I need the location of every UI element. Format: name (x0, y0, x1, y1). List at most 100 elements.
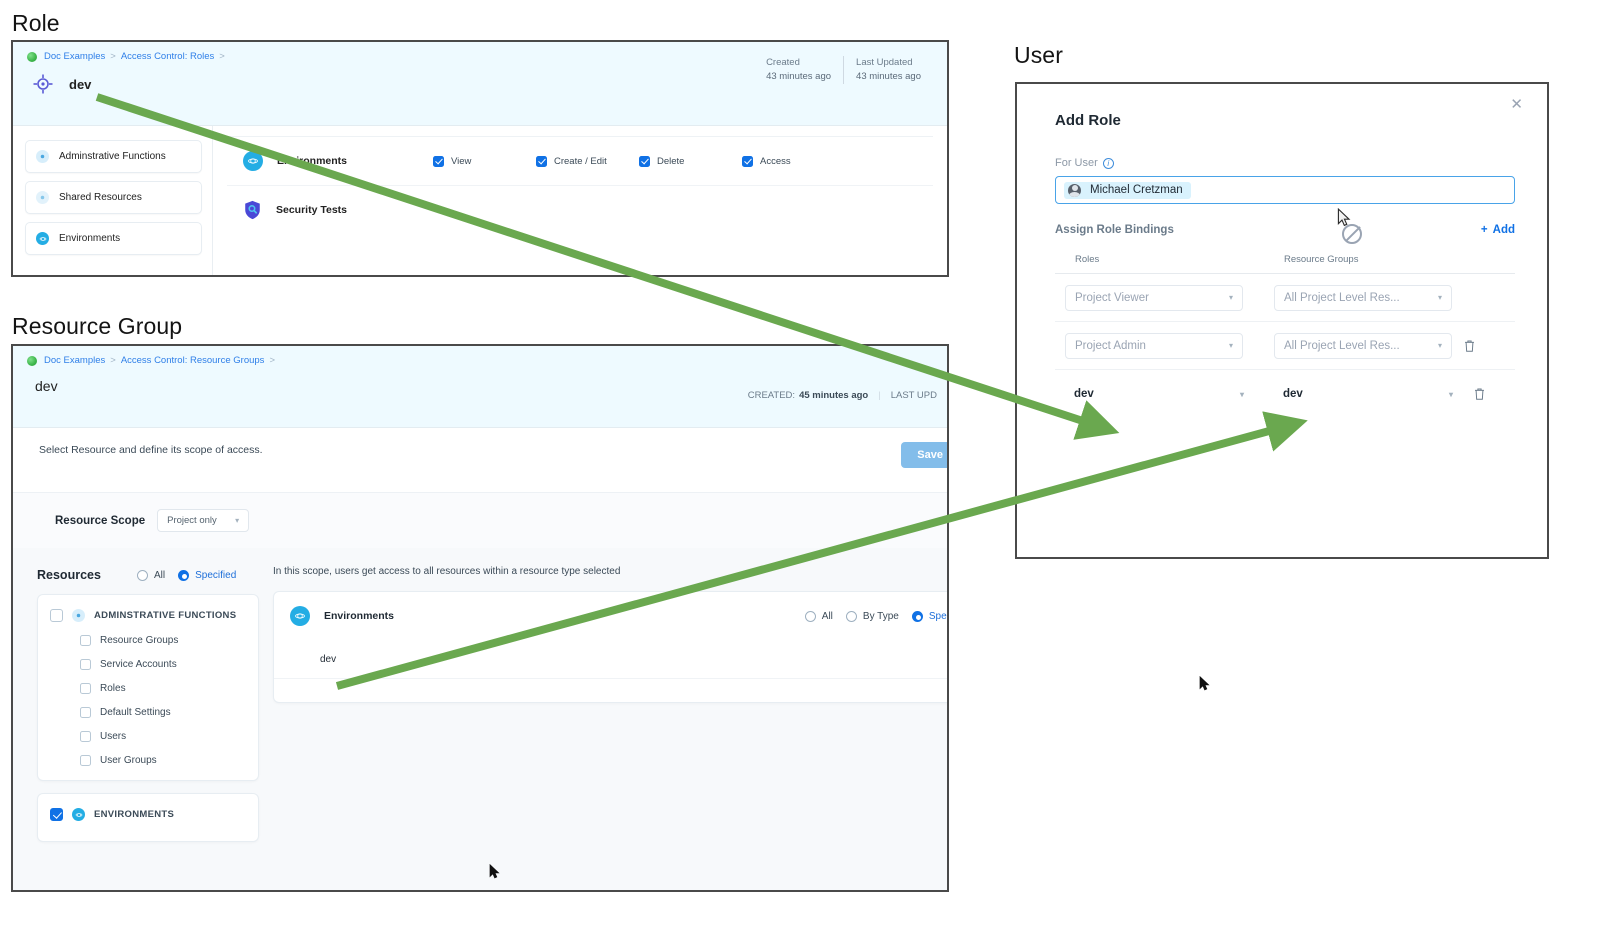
for-user-label-row: For User i (1055, 157, 1515, 169)
item-label: Users (100, 731, 127, 742)
role-meta: Created 43 minutes ago Last Updated 43 m… (754, 56, 933, 84)
resource-group-value: All Project Level Res... (1284, 291, 1400, 304)
group-name: ADMINSTRATIVE FUNCTIONS (94, 610, 237, 621)
created-meta: Created 43 minutes ago (754, 56, 843, 84)
checkbox-icon[interactable] (80, 635, 91, 646)
add-role-dialog: ✕ Add Role For User i Michael Cretzman A… (1015, 82, 1549, 559)
category-label: Shared Resources (59, 192, 142, 203)
role-select[interactable]: dev ▾ (1065, 381, 1253, 407)
project-avatar-icon (27, 51, 37, 62)
environments-scope-head: Environments All By Type Specified (290, 606, 947, 626)
category-label: Adminstrative Functions (59, 151, 166, 162)
chevron-down-icon: ▾ (1437, 341, 1442, 350)
checkbox-icon[interactable] (50, 609, 63, 622)
environments-icon (72, 808, 85, 821)
role-select[interactable]: Project Viewer ▾ (1065, 284, 1243, 311)
resource-scope-select[interactable]: Project only ▾ (157, 509, 250, 532)
resources-header: Resources All Specified (37, 568, 259, 582)
pale-circle-icon (36, 191, 49, 204)
category-item-administrative-functions[interactable]: Adminstrative Functions (25, 140, 202, 173)
permission-option-access[interactable]: Access (742, 155, 845, 167)
column-roles: Roles (1075, 254, 1100, 265)
user-name: Michael Cretzman (1090, 184, 1183, 196)
category-item-shared-resources[interactable]: Shared Resources (25, 181, 202, 214)
environments-icon (243, 151, 263, 171)
close-icon[interactable]: ✕ (1510, 96, 1523, 113)
radio-icon[interactable] (178, 569, 190, 581)
resource-group-panel: Doc Examples > Access Control: Resource … (11, 344, 949, 892)
breadcrumb-project[interactable]: Doc Examples (44, 355, 106, 366)
resource-item-resource-groups[interactable]: Resource Groups (80, 635, 246, 646)
radio-icon[interactable] (804, 610, 816, 622)
chevron-down-icon: ▾ (1437, 293, 1442, 302)
checkbox-icon[interactable] (80, 755, 91, 766)
scope-note: In this scope, users get access to all r… (273, 566, 621, 577)
bindings-table-header: Roles Resource Groups (1055, 254, 1515, 274)
resource-item-roles[interactable]: Roles (80, 683, 246, 694)
resources-mode-specified[interactable]: Specified (178, 569, 236, 581)
delete-binding-button[interactable] (1452, 339, 1486, 353)
resource-group-select[interactable]: dev ▾ (1274, 381, 1462, 407)
resource-item-default-settings[interactable]: Default Settings (80, 707, 246, 718)
group-header[interactable]: ADMINSTRATIVE FUNCTIONS (50, 609, 246, 622)
checkbox-icon[interactable] (433, 155, 444, 167)
radio-icon[interactable] (137, 569, 148, 581)
target-icon (31, 72, 55, 96)
option-label: Delete (657, 155, 685, 167)
page-title: dev (35, 378, 58, 394)
resources-pane: Resources All Specified ADMINSTRATIVE FU… (13, 548, 259, 890)
resource-item-service-accounts[interactable]: Service Accounts (80, 659, 246, 670)
permission-name: Environments (277, 155, 348, 167)
item-label: Default Settings (100, 707, 171, 718)
environments-scope-card: Environments All By Type Specified dev (273, 591, 947, 703)
role-section-title: Role (12, 10, 60, 36)
breadcrumb-separator: > (110, 51, 116, 62)
resource-group-administrative-functions: ADMINSTRATIVE FUNCTIONS Resource Groups … (37, 594, 259, 781)
table-row: Project Admin ▾ All Project Level Res...… (1055, 322, 1515, 370)
permission-option-delete[interactable]: Delete (639, 155, 742, 167)
checkbox-icon[interactable] (742, 155, 753, 167)
security-shield-icon (243, 200, 262, 220)
group-name: ENVIRONMENTS (94, 809, 175, 820)
save-button[interactable]: Save (901, 442, 947, 468)
user-chip[interactable]: Michael Cretzman (1064, 181, 1191, 199)
add-binding-button[interactable]: + Add (1481, 224, 1515, 236)
group-header[interactable]: ENVIRONMENTS (50, 808, 246, 821)
resources-mode-all[interactable]: All (137, 569, 165, 581)
checkbox-icon[interactable] (536, 155, 547, 167)
env-mode-by-type[interactable]: By Type (845, 610, 899, 622)
info-icon[interactable]: i (1102, 157, 1114, 169)
resource-group-select[interactable]: All Project Level Res... ▾ (1274, 332, 1452, 359)
permission-option-view[interactable]: View (433, 155, 536, 167)
checkbox-icon[interactable] (80, 731, 91, 742)
radio-icon[interactable] (911, 610, 923, 622)
chevron-down-icon: ▾ (1228, 293, 1233, 302)
user-input[interactable]: Michael Cretzman (1055, 176, 1515, 204)
delete-binding-button[interactable] (1462, 387, 1496, 401)
checkbox-icon[interactable] (80, 683, 91, 694)
option-label: View (451, 155, 472, 167)
env-mode-specified[interactable]: Specified (911, 610, 947, 622)
role-value: Project Admin (1075, 339, 1146, 352)
checkbox-icon[interactable] (80, 659, 91, 670)
checkbox-icon[interactable] (50, 808, 63, 821)
checkbox-icon[interactable] (80, 707, 91, 718)
permission-option-create-edit[interactable]: Create / Edit (536, 155, 639, 167)
resource-item-users[interactable]: Users (80, 731, 246, 742)
chevron-down-icon: ▾ (1448, 389, 1453, 399)
resource-item-user-groups[interactable]: User Groups (80, 755, 246, 766)
resource-scope-value: Project only (167, 515, 217, 526)
checkbox-icon[interactable] (639, 155, 650, 167)
env-mode-all[interactable]: All (804, 610, 833, 622)
role-select[interactable]: Project Admin ▾ (1065, 332, 1243, 359)
radio-icon[interactable] (845, 610, 857, 622)
breadcrumb-project[interactable]: Doc Examples (44, 51, 106, 62)
chevron-down-icon: ▾ (1228, 341, 1233, 350)
breadcrumb-page[interactable]: Access Control: Roles (120, 51, 215, 62)
environments-scope-name: Environments (324, 610, 395, 622)
breadcrumb-page[interactable]: Access Control: Resource Groups (120, 355, 265, 366)
item-label: User Groups (100, 755, 157, 766)
resource-scope-band: Resource Scope Project only ▾ (13, 492, 947, 548)
resource-group-select[interactable]: All Project Level Res... ▾ (1274, 284, 1452, 311)
category-item-environments[interactable]: Environments (25, 222, 202, 255)
